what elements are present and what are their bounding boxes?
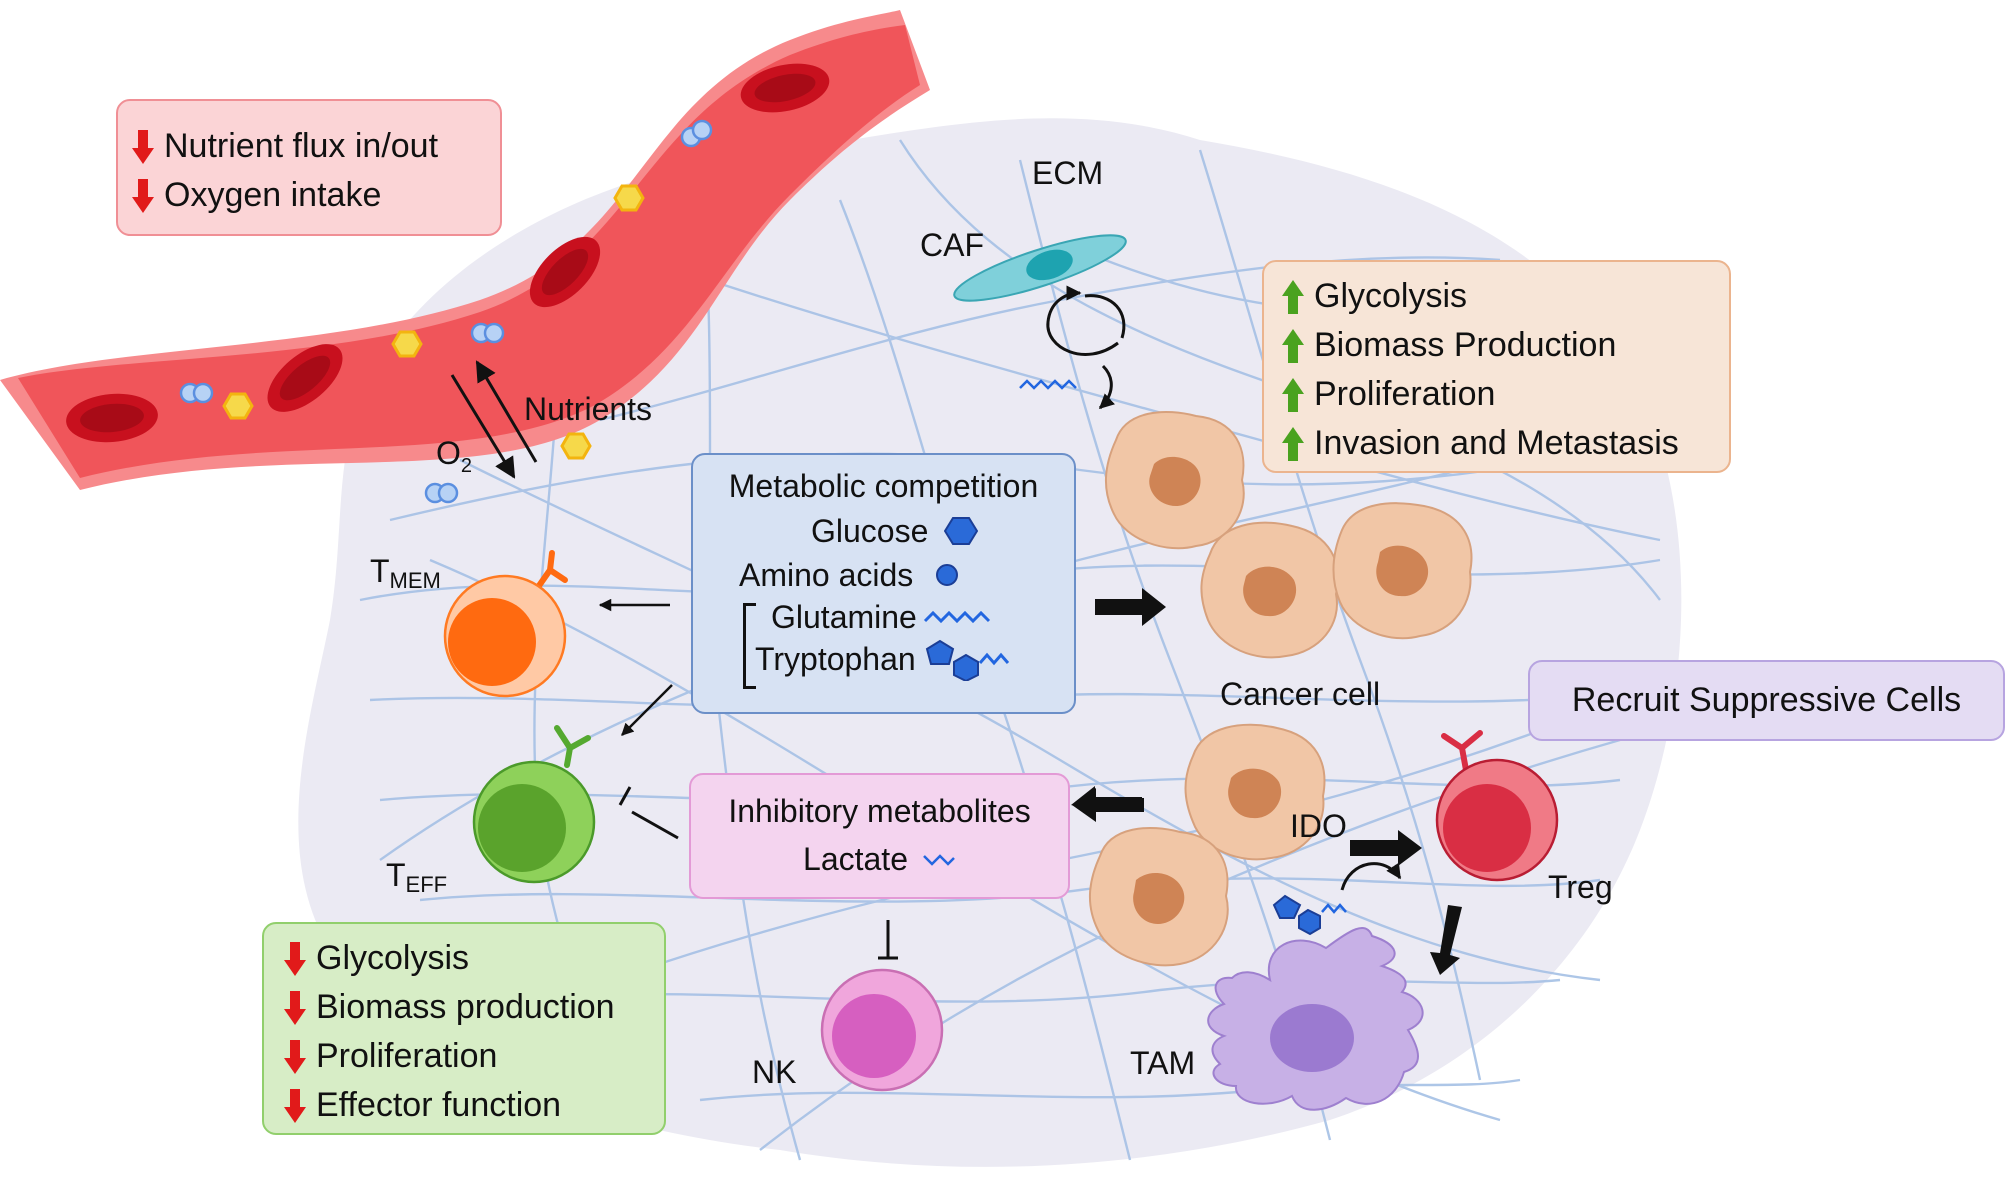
lactate-label: Lactate xyxy=(803,841,908,877)
nk-label: NK xyxy=(752,1054,796,1090)
caf-label: CAF xyxy=(920,227,984,263)
oxygen-molecule-icon xyxy=(179,119,713,404)
vessel-effect-label: Nutrient flux in/out xyxy=(164,127,439,165)
tumor-effect-item: Glycolysis xyxy=(1282,272,1729,321)
down-arrow-icon xyxy=(132,129,154,164)
amino-acid-group: Glutamine Tryptophan xyxy=(693,597,1074,689)
down-arrow-icon xyxy=(284,1088,306,1123)
cancer-cell-label: Cancer cell xyxy=(1220,676,1380,712)
competition-arrows xyxy=(598,598,673,736)
glutamine-wave-icon xyxy=(1019,379,1077,390)
oxygen-molecule-icon xyxy=(424,482,459,504)
treg-cell xyxy=(1435,730,1559,882)
ecm-label: ECM xyxy=(1032,155,1103,191)
cancer-cell xyxy=(1184,723,1326,861)
o2-label: O2 xyxy=(436,435,472,477)
teff-effect-item: Biomass production xyxy=(284,983,664,1032)
tumor-effect-item: Invasion and Metastasis xyxy=(1282,419,1729,468)
blood-vessel xyxy=(0,10,930,490)
amino-acid-dot-icon xyxy=(936,564,959,586)
ido-conversion-arrow xyxy=(1340,862,1402,891)
recruit-suppressive-box: Recruit Suppressive Cells xyxy=(1528,660,2005,741)
nutrient-hexagon-icon xyxy=(560,432,592,460)
inhibitory-metabolites-box: Inhibitory metabolites Lactate xyxy=(689,773,1070,899)
glutamine-label: Glutamine xyxy=(771,599,917,635)
tumor-effect-item: Biomass Production xyxy=(1282,321,1729,370)
cancer-cells xyxy=(1088,411,1473,967)
glucose-hexagon-icon xyxy=(944,517,979,545)
glucose-item: Glucose xyxy=(693,509,1074,553)
treg-label: Treg xyxy=(1548,869,1613,905)
tmem-cell xyxy=(443,550,568,698)
nk-cell xyxy=(820,968,944,1092)
tumor-effect-label: Invasion and Metastasis xyxy=(1314,424,1679,462)
vessel-effect-label: Oxygen intake xyxy=(164,176,382,214)
recruit-label: Recruit Suppressive Cells xyxy=(1571,681,1962,719)
teff-effect-label: Biomass production xyxy=(316,988,615,1026)
down-arrow-icon xyxy=(132,178,154,213)
glutamine-item: Glutamine xyxy=(741,597,1074,637)
tmem-label: TMEM xyxy=(370,553,441,593)
teff-effect-label: Glycolysis xyxy=(316,939,470,977)
inhibition-lines xyxy=(618,786,898,960)
teff-effect-label: Effector function xyxy=(316,1086,562,1124)
teff-cell xyxy=(472,725,596,884)
bold-arrows xyxy=(1071,588,1462,975)
cancer-cell xyxy=(1200,521,1340,659)
tryptophan-icon xyxy=(925,639,1009,681)
tryptophan-item: Tryptophan xyxy=(741,637,1074,681)
teff-effects-box: Glycolysis Biomass production Proliferat… xyxy=(262,922,666,1135)
up-arrow-icon xyxy=(1282,377,1304,412)
glutamine-wave-icon xyxy=(923,610,990,624)
amino-acids-label: Amino acids xyxy=(739,557,914,593)
down-arrow-icon xyxy=(284,941,306,976)
up-arrow-icon xyxy=(1282,328,1304,363)
teff-effect-item: Glycolysis xyxy=(284,934,664,983)
vessel-effect-item: Nutrient flux in/out xyxy=(132,122,500,171)
competition-title: Metabolic competition xyxy=(728,468,1039,504)
nutrients-label: Nutrients xyxy=(524,391,652,427)
tryptophan-label: Tryptophan xyxy=(755,641,916,677)
inhibitory-title: Inhibitory metabolites xyxy=(728,793,1031,829)
ido-label: IDO xyxy=(1290,808,1347,844)
metabolic-competition-box: Metabolic competition Glucose Amino acid… xyxy=(691,453,1076,714)
tumor-effects-box: Glycolysis Biomass Production Proliferat… xyxy=(1262,260,1731,473)
teff-label: TEFF xyxy=(386,857,447,897)
red-blood-cells xyxy=(66,63,830,443)
vessel-effect-item: Oxygen intake xyxy=(132,171,500,220)
cancer-cell xyxy=(1088,827,1229,967)
tam-cell xyxy=(1207,927,1424,1111)
nutrient-hexagon-icon xyxy=(222,184,645,420)
teff-effect-item: Effector function xyxy=(284,1081,664,1130)
caf-cycle-arrows xyxy=(1046,285,1126,410)
caf-cell xyxy=(953,234,1127,302)
cancer-cell xyxy=(1104,411,1245,550)
exchange-arrows xyxy=(450,360,538,479)
tryptophan-icon xyxy=(1272,894,1347,936)
down-arrow-icon xyxy=(284,990,306,1025)
glucose-label: Glucose xyxy=(811,513,929,549)
teff-effect-label: Proliferation xyxy=(316,1037,498,1075)
amino-acid-bracket xyxy=(743,603,756,689)
up-arrow-icon xyxy=(1282,279,1304,314)
tumor-effect-label: Proliferation xyxy=(1314,375,1496,413)
down-arrow-icon xyxy=(284,1039,306,1074)
tumor-effect-label: Glycolysis xyxy=(1314,277,1468,315)
tumor-effect-item: Proliferation xyxy=(1282,370,1729,419)
tam-label: TAM xyxy=(1130,1045,1195,1081)
teff-effect-item: Proliferation xyxy=(284,1032,664,1081)
up-arrow-icon xyxy=(1282,426,1304,461)
lactate-wave-icon xyxy=(923,854,955,866)
amino-acids-item: Amino acids xyxy=(693,553,1074,597)
tumor-effect-label: Biomass Production xyxy=(1314,326,1617,364)
vessel-effects-box: Nutrient flux in/out Oxygen intake xyxy=(116,99,502,236)
lactate-item: Lactate xyxy=(691,835,1068,883)
cancer-cell xyxy=(1332,502,1473,640)
